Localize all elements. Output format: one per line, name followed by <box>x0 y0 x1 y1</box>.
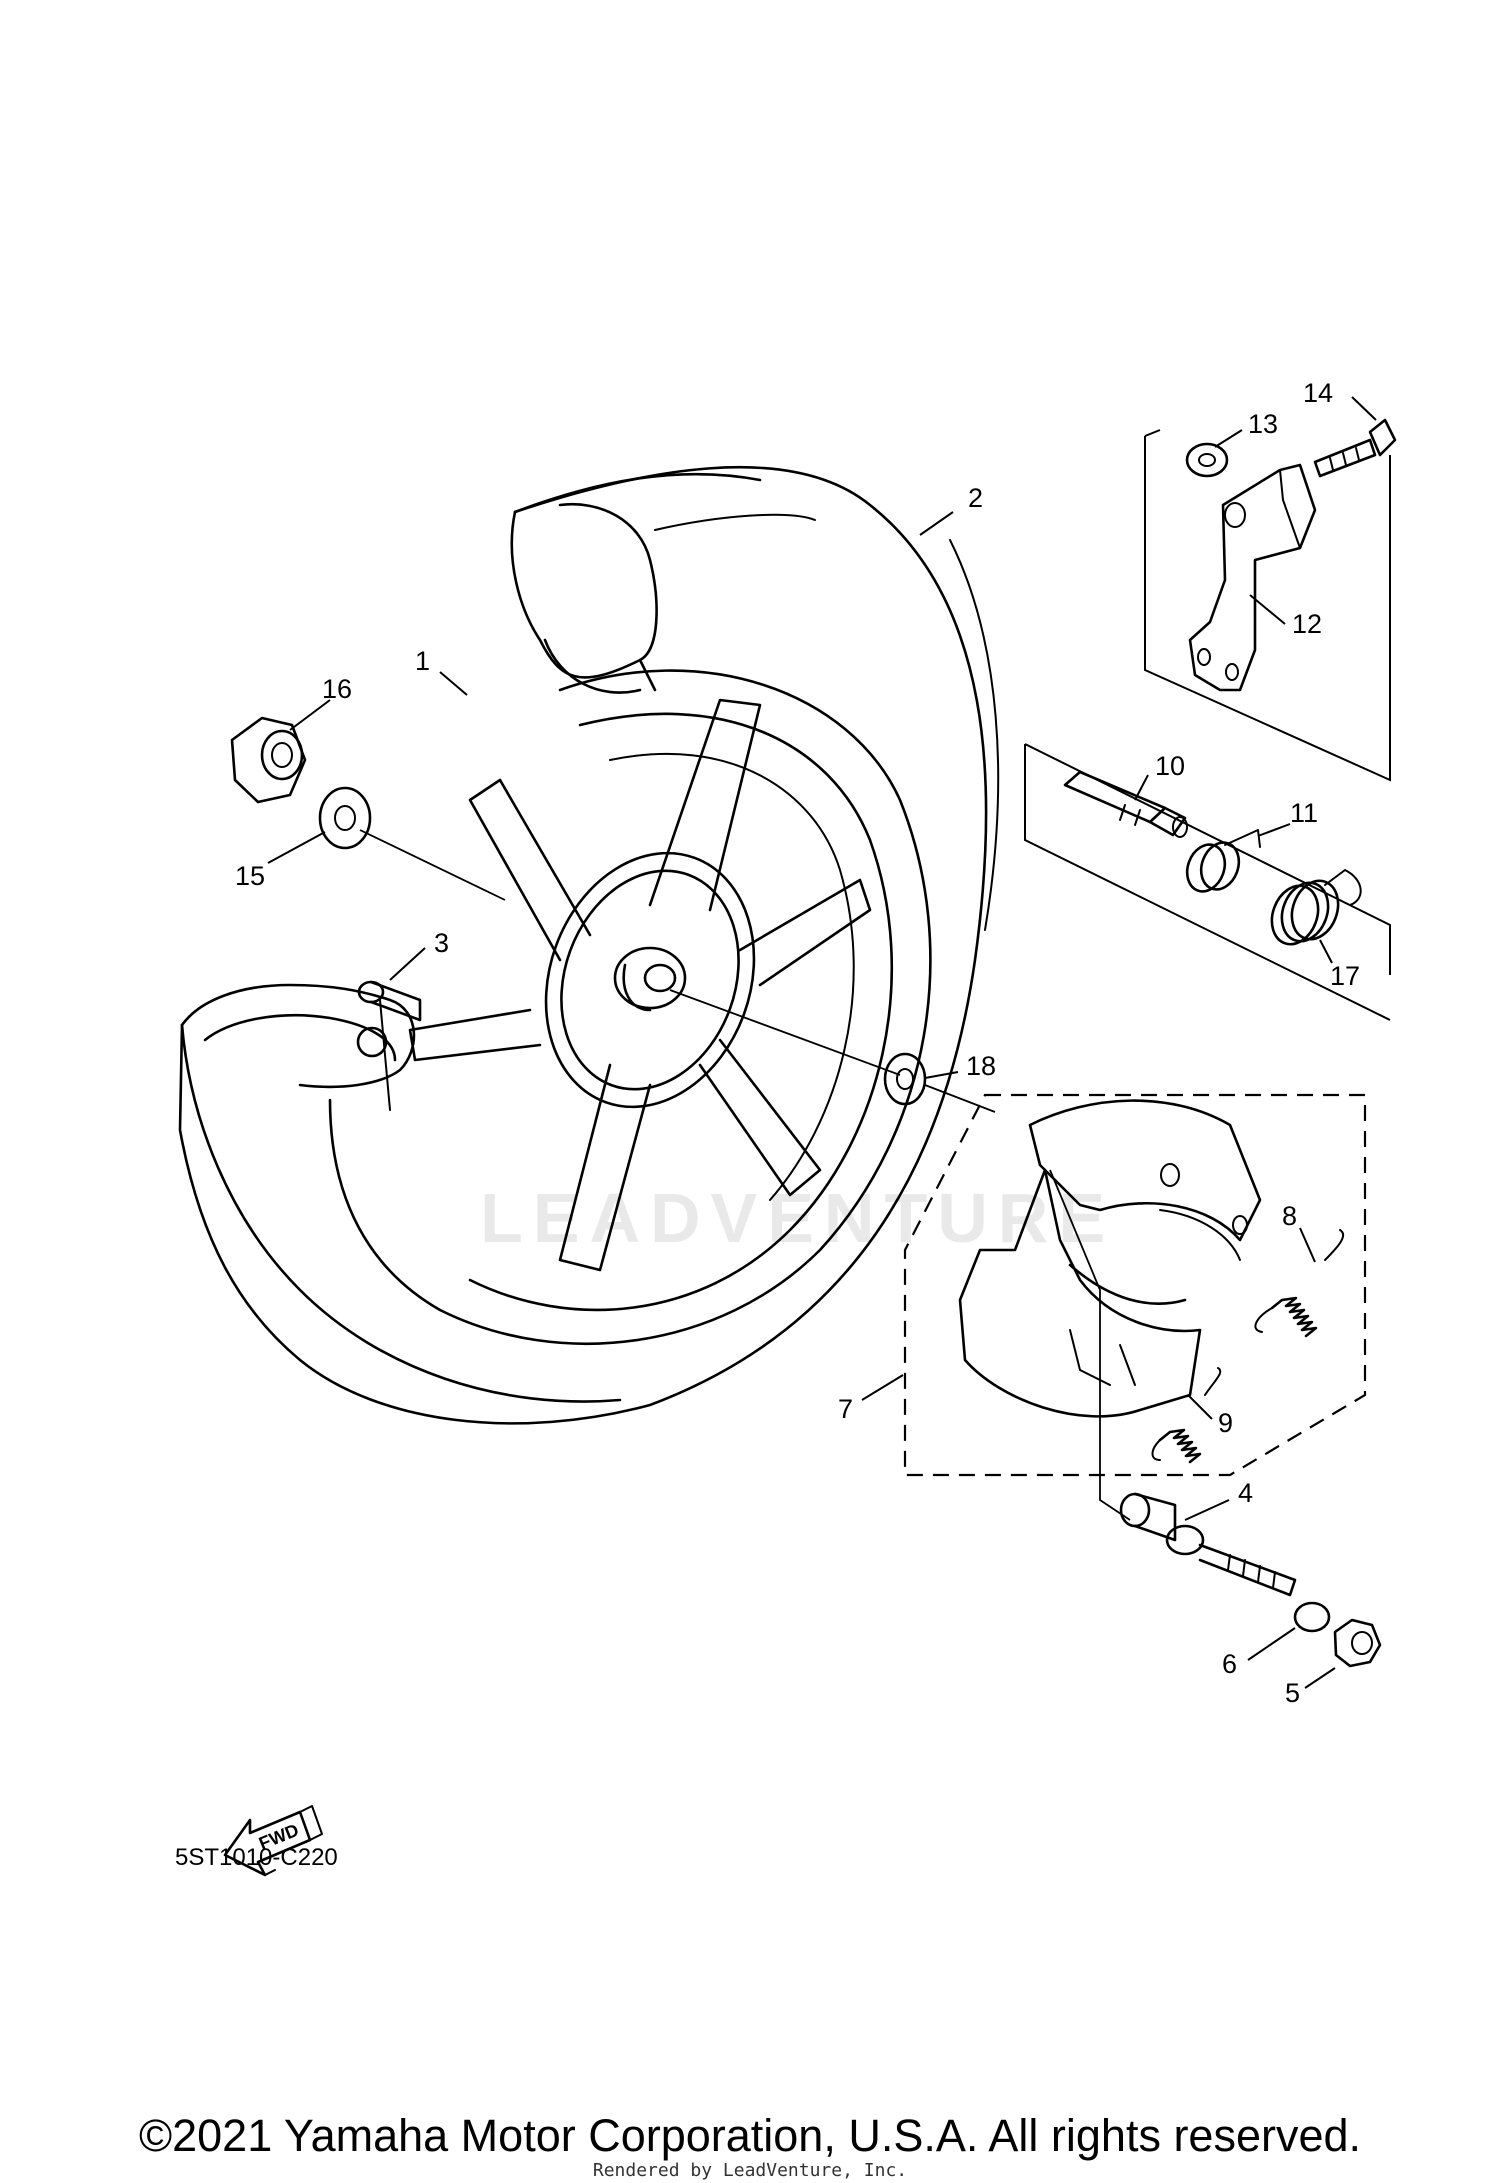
wheel-assembly <box>178 465 1000 1425</box>
part-label-1: 1 <box>415 646 430 676</box>
brake-cam-4 <box>1119 1492 1297 1597</box>
brake-shoe-assembly <box>958 1099 1262 1418</box>
part-label-10: 10 <box>1155 751 1185 781</box>
o-ring-6 <box>1293 1601 1331 1633</box>
brake-arm-12 <box>1188 463 1317 692</box>
part-label-2: 2 <box>968 483 983 513</box>
part-label-12: 12 <box>1292 609 1322 639</box>
spring-9 <box>1151 1367 1222 1464</box>
washer-15 <box>318 786 372 850</box>
part-label-11: 11 <box>1290 798 1318 828</box>
part-label-17: 17 <box>1330 961 1360 991</box>
part-label-16: 16 <box>322 674 352 704</box>
part-label-4: 4 <box>1238 1478 1253 1508</box>
part-label-13: 13 <box>1248 409 1278 439</box>
copyright-notice: ©2021 Yamaha Motor Corporation, U.S.A. A… <box>138 2110 1362 2161</box>
part-label-18: 18 <box>966 1051 996 1081</box>
valve-stem-part <box>356 980 422 1058</box>
diagram-code: 5ST1010-C220 <box>175 1844 338 1871</box>
circlip-11 <box>1185 829 1261 893</box>
part-label-9: 9 <box>1218 1408 1233 1438</box>
part-label-15: 15 <box>235 861 265 891</box>
shaft-10 <box>1063 770 1188 838</box>
spring-17 <box>1270 869 1362 946</box>
part-label-5: 5 <box>1285 1678 1300 1708</box>
part-label-6: 6 <box>1222 1649 1237 1679</box>
rendered-by-notice: Rendered by LeadVenture, Inc. <box>592 2160 908 2181</box>
part-label-7: 7 <box>838 1394 853 1424</box>
part-label-8: 8 <box>1282 1201 1297 1231</box>
part-label-14: 14 <box>1303 378 1333 408</box>
spring-8 <box>1254 1229 1345 1338</box>
spacer-18 <box>883 1052 927 1106</box>
part-label-3: 3 <box>434 928 449 958</box>
bolt-14 <box>1313 418 1397 478</box>
nut-5 <box>1333 1618 1382 1668</box>
axle-nut-16 <box>230 716 307 804</box>
washer-13 <box>1185 442 1229 478</box>
